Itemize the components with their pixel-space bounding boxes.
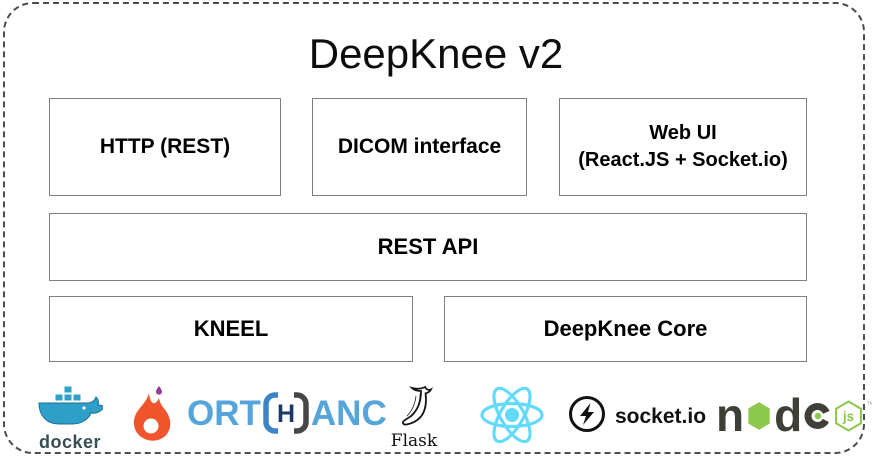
kneel-box: KNEEL xyxy=(49,296,413,362)
flask-logo: Flask xyxy=(383,384,445,451)
rest-api-label: REST API xyxy=(377,234,479,259)
nodejs-logo: n d js ™ xyxy=(716,392,872,438)
orthanc-h-letter: H xyxy=(277,400,295,428)
dicom-interface-label: DICOM interface xyxy=(337,135,502,158)
web-ui-box: Web UI (React.JS + Socket.io) xyxy=(559,98,807,196)
pytorch-flame-icon xyxy=(127,385,175,450)
nodejs-js-text: js xyxy=(842,409,854,424)
react-logo xyxy=(477,383,547,452)
orthanc-wordmark-right: ANC xyxy=(310,393,387,433)
socketio-logo: socket.io xyxy=(568,395,706,438)
orthanc-wordmark-left: ORT xyxy=(187,393,261,433)
web-ui-label-line1: Web UI xyxy=(649,122,717,144)
react-atom-icon xyxy=(477,383,547,452)
socketio-wordmark: socket.io xyxy=(615,404,707,428)
http-rest-box: HTTP (REST) xyxy=(49,98,281,196)
kneel-label: KNEEL xyxy=(193,316,269,341)
flask-horn-icon xyxy=(393,384,435,431)
docker-whale-icon xyxy=(37,384,105,431)
web-ui-label-line2: (React.JS + Socket.io) xyxy=(578,149,788,171)
dashed-outer-border xyxy=(3,2,865,454)
orthanc-bracket-h-icon: H xyxy=(263,392,309,434)
deepknee-core-label: DeepKnee Core xyxy=(543,316,708,341)
deepknee-core-box: DeepKnee Core xyxy=(444,296,807,362)
docker-wordmark: docker xyxy=(38,432,102,452)
docker-logo: docker xyxy=(28,384,112,453)
page-title: DeepKnee v2 xyxy=(308,30,564,77)
nodejs-letter-d: d xyxy=(774,389,803,441)
flask-wordmark: Flask xyxy=(390,431,438,451)
orthanc-logo: ORT H ANC xyxy=(187,391,387,435)
nodejs-hexagon-o-icon xyxy=(746,395,772,436)
nodejs-trademark: ™ xyxy=(866,400,872,409)
nodejs-letter-n: n xyxy=(716,389,745,441)
nodejs-letter-e-icon xyxy=(804,395,831,436)
socketio-bolt-icon xyxy=(568,395,606,438)
nodejs-js-badge-icon: js xyxy=(833,393,864,438)
dicom-interface-box: DICOM interface xyxy=(312,98,527,196)
rest-api-box: REST API xyxy=(49,213,807,281)
http-rest-label: HTTP (REST) xyxy=(99,135,231,158)
pytorch-flame-logo xyxy=(127,385,175,450)
